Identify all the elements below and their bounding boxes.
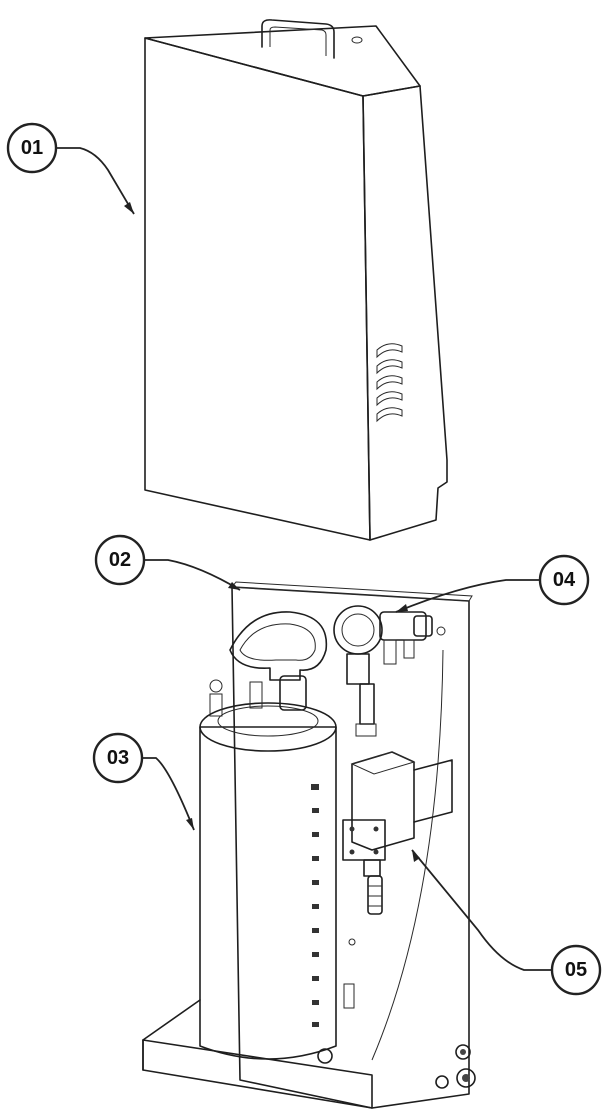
tank-handle (229, 611, 328, 681)
switch-housing (333, 605, 383, 655)
tank-top (199, 702, 337, 752)
tank-body (199, 726, 337, 1060)
valve-block-part (342, 751, 453, 915)
tank-scale-markings (311, 784, 319, 1027)
callout-label-05: 05 (565, 959, 587, 981)
callout-04: 04 (395, 554, 590, 613)
panel-fittings (435, 1044, 476, 1089)
leader-line-04 (395, 579, 540, 613)
base-tray (142, 1039, 373, 1109)
valve-body (342, 819, 386, 861)
cover-screw (351, 36, 363, 44)
back-panel-part (142, 581, 476, 1109)
cover-top-face (144, 25, 421, 97)
callout-label-01: 01 (21, 137, 43, 159)
callout-02: 02 (94, 534, 241, 591)
callout-label-02: 02 (109, 549, 131, 571)
callout-label-03: 03 (107, 747, 129, 769)
panel-face (231, 586, 470, 1109)
leader-line-03 (142, 757, 195, 831)
callout-label-04: 04 (553, 569, 576, 591)
callout-05: 05 (411, 849, 602, 996)
callout-01: 01 (6, 122, 135, 215)
leader-line-01 (56, 147, 135, 215)
panel-screw (436, 626, 446, 636)
pressure-tank-part (199, 611, 355, 1064)
leader-line-02 (144, 559, 241, 591)
cover-side-face (362, 85, 448, 541)
callout-03: 03 (92, 732, 195, 831)
cover-part (144, 19, 448, 541)
cover-vents (376, 343, 403, 423)
cover-handle (261, 19, 335, 59)
cover-front-face (144, 37, 371, 541)
pressure-switch-part (333, 605, 433, 737)
leader-line-05 (411, 849, 552, 971)
